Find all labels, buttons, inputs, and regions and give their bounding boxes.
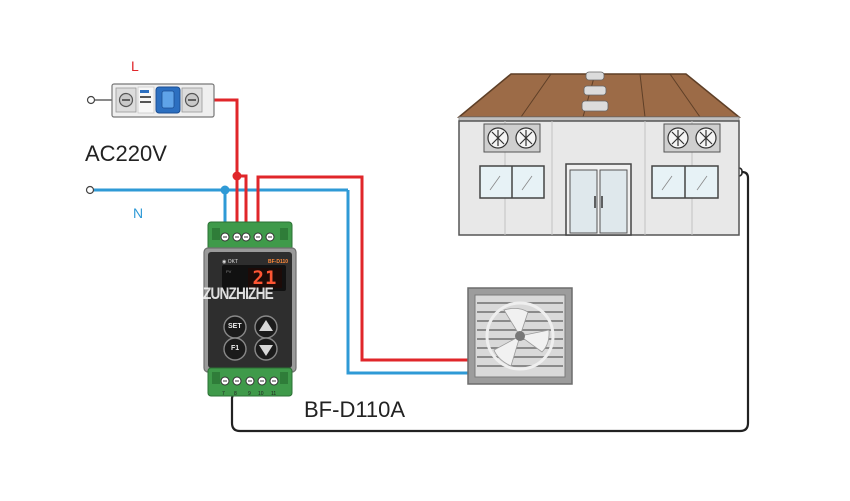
- live-label: L: [131, 58, 139, 74]
- building: [456, 71, 742, 236]
- window-right: [651, 165, 719, 199]
- watermark: ZUNZHIZHE: [203, 284, 274, 303]
- svg-text:◉ OKT: ◉ OKT: [222, 259, 238, 265]
- circuit-breaker: [111, 83, 215, 118]
- temperature-readout: 21: [252, 267, 278, 289]
- live-terminal: [86, 95, 96, 105]
- svg-text:8: 8: [234, 391, 237, 397]
- f1-button-label: F1: [231, 345, 240, 352]
- window-left: [479, 165, 545, 199]
- svg-text:PV: PV: [226, 269, 232, 274]
- wall-fan-right: [663, 123, 721, 153]
- live-junction: [232, 171, 242, 181]
- controller-model-label: BF-D110A: [304, 397, 406, 422]
- door: [565, 163, 632, 236]
- neutral-terminal: [85, 185, 95, 195]
- temperature-controller: ◉ OKT BF-D110 PV 7 8 9 10 11: [203, 221, 297, 397]
- svg-text:BF-D110: BF-D110: [268, 259, 288, 265]
- down-arrow-icon: [259, 345, 273, 356]
- svg-text:11: 11: [271, 391, 276, 397]
- supply-voltage-label: AC220V: [85, 141, 167, 166]
- svg-text:7: 7: [222, 391, 225, 397]
- roof-vents: [581, 71, 609, 112]
- neutral-label: N: [133, 205, 144, 221]
- f1-button[interactable]: [223, 337, 247, 361]
- svg-text:9: 9: [248, 391, 251, 397]
- sensor-wire: [230, 170, 750, 433]
- svg-text:10: 10: [258, 391, 264, 397]
- set-button-label: SET: [228, 323, 242, 330]
- neutral-junction: [220, 185, 230, 195]
- wall-fan-left: [483, 123, 541, 153]
- exhaust-fan: [467, 287, 573, 385]
- up-arrow-icon: [259, 320, 273, 331]
